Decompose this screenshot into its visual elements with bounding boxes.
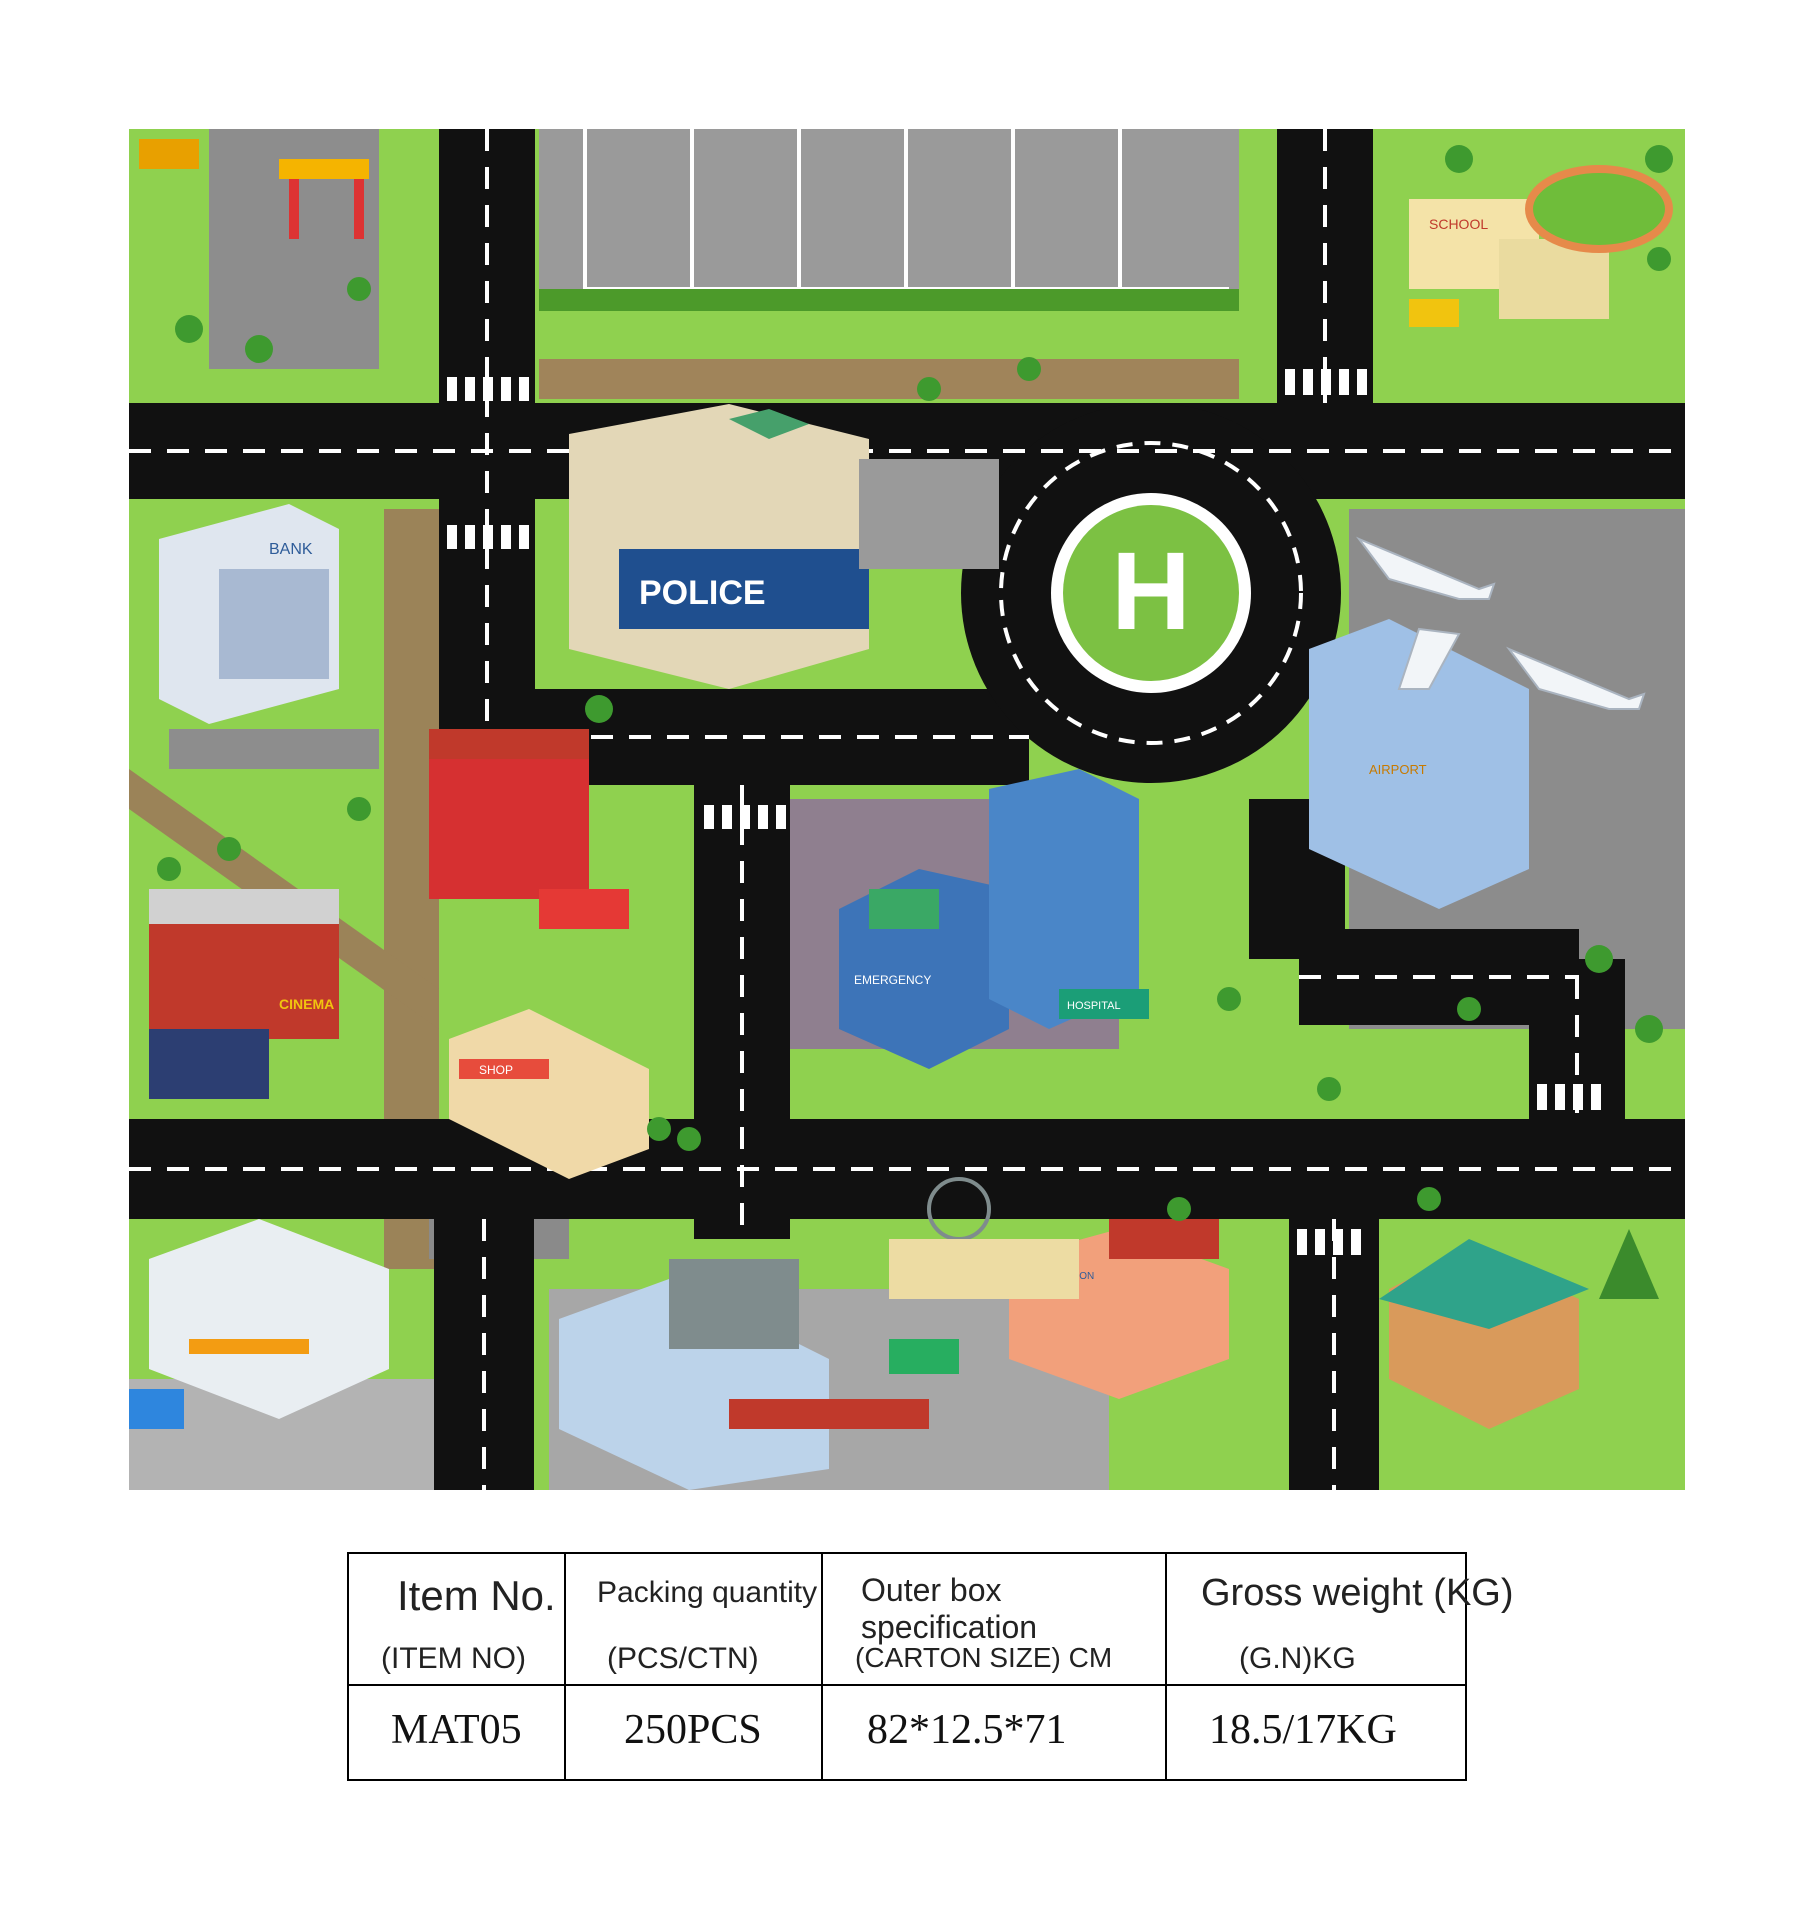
header-item-no: Item No. — [397, 1572, 556, 1619]
airplanes — [1356, 536, 1646, 710]
green-bus — [889, 1339, 959, 1374]
helipad-letter: H — [1111, 530, 1190, 653]
gas-station-roof — [279, 159, 369, 179]
emergency-sign: EMERGENCY — [854, 973, 931, 987]
sports-field — [1525, 165, 1673, 253]
city-map-illustration: H SCHOOL POLICE BANK — [129, 129, 1685, 1490]
shop-awning — [459, 1059, 549, 1079]
column-divider — [821, 1554, 823, 1779]
header-item-no-code: (ITEM NO) — [381, 1642, 526, 1675]
column-divider — [564, 1554, 566, 1779]
hospital-entrance — [1059, 989, 1149, 1019]
lane-markings — [129, 129, 1685, 1490]
header-gross-weight: Gross weight (KG) — [1201, 1572, 1514, 1614]
bank-parking — [169, 729, 379, 769]
train — [729, 1399, 929, 1429]
value-item-no: MAT05 — [391, 1707, 522, 1753]
school-bus — [1409, 299, 1459, 327]
bank-sign: BANK — [269, 541, 313, 558]
header-outer-box: Outer box specification — [861, 1572, 1038, 1645]
header-packing-quantity-code: (PCS/CTN) — [607, 1642, 759, 1675]
station-tower — [669, 1259, 799, 1349]
roundabout-lane-line — [999, 441, 1303, 745]
hospital-sign: HOSPITAL — [1067, 1000, 1121, 1012]
hedge — [539, 289, 1239, 311]
fire-truck — [539, 889, 629, 929]
shop-sign: SHOP — [479, 1063, 513, 1077]
city-play-mat: H SCHOOL POLICE BANK — [129, 129, 1685, 1490]
dirt-path-top — [539, 359, 1239, 399]
house-roof — [1379, 1239, 1589, 1329]
header-packing-quantity: Packing quantity — [597, 1576, 818, 1609]
parking-lot — [539, 129, 1239, 289]
gas-station-pillar — [354, 179, 364, 239]
police-building — [569, 404, 869, 689]
spec-table: Item No. (ITEM NO) Packing quantity (PCS… — [347, 1552, 1514, 1781]
airport-sign: AIRPORT — [1369, 762, 1427, 777]
amusement-park-ground — [889, 1239, 1079, 1299]
airport-terminal — [1309, 619, 1529, 909]
warehouse-stripe — [189, 1339, 309, 1354]
column-divider — [1165, 1554, 1167, 1779]
cinema-building — [149, 919, 339, 1039]
pine-tree — [1599, 1229, 1659, 1299]
police-sign: POLICE — [639, 574, 766, 612]
school-sign: SCHOOL — [1429, 216, 1488, 232]
police-parking — [859, 459, 999, 569]
header-gross-weight-code: (G.N)KG — [1239, 1642, 1356, 1675]
hospital-helipad — [869, 889, 939, 929]
bus-shelter — [1109, 1219, 1219, 1259]
shop-building — [449, 1009, 649, 1179]
crosswalks — [447, 369, 1601, 1255]
hospital-tower — [989, 769, 1139, 1029]
value-outer-box: 82*12.5*71 — [867, 1707, 1067, 1753]
tanker-truck — [139, 139, 199, 169]
delivery-truck — [129, 1389, 184, 1429]
header-outer-box-code: (CARTON SIZE) CM — [855, 1642, 1113, 1673]
trees — [157, 145, 1673, 1221]
warehouse — [149, 1219, 389, 1419]
cinema-sign: CINEMA — [279, 996, 334, 1012]
gas-station-pillar — [289, 179, 299, 239]
cinema-roof — [149, 889, 339, 924]
police-helipad — [729, 409, 809, 439]
value-packing-quantity: 250PCS — [624, 1707, 762, 1753]
cinema-base — [149, 1029, 269, 1099]
value-gross-weight: 18.5/17KG — [1209, 1707, 1397, 1753]
fire-station-roof — [429, 729, 589, 759]
bank-windows — [219, 569, 329, 679]
row-divider — [349, 1684, 1465, 1686]
fire-station — [429, 749, 589, 899]
police-banner — [619, 549, 869, 629]
helipad-circle — [1063, 505, 1239, 681]
